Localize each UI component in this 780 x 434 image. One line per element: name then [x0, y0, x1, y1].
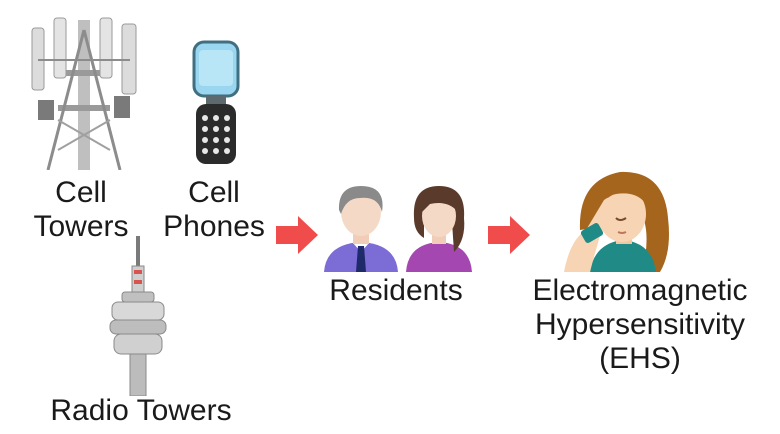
cell-towers-label-line2: Towers — [33, 210, 129, 243]
cell-phones-label: Cell Phones — [156, 176, 272, 244]
cell-phones-label-line2: Phones — [163, 210, 265, 243]
ehs-label-line1: Electromagnetic — [532, 274, 748, 307]
cell-towers-label: Cell Towers — [26, 176, 136, 244]
cell-towers-label-line1: Cell — [55, 176, 107, 209]
cell-phones-label-line1: Cell — [188, 176, 240, 209]
ehs-label-line3: (EHS) — [599, 342, 681, 375]
arrow-right-icon — [276, 216, 318, 254]
residents-label: Residents — [329, 274, 463, 307]
ehs-label: Electromagnetic Hypersensitivity (EHS) — [510, 274, 770, 376]
radio-tower-icon — [109, 236, 167, 396]
radio-towers-label: Radio Towers — [50, 394, 232, 427]
headache-woman-icon — [564, 171, 669, 272]
man-avatar-icon — [324, 186, 398, 272]
ehs-label-line2: Hypersensitivity — [534, 308, 746, 341]
cell-tower-icon — [31, 17, 137, 170]
woman-avatar-icon — [406, 186, 472, 272]
cell-phone-icon — [192, 40, 240, 164]
arrow-right-icon — [488, 216, 530, 254]
